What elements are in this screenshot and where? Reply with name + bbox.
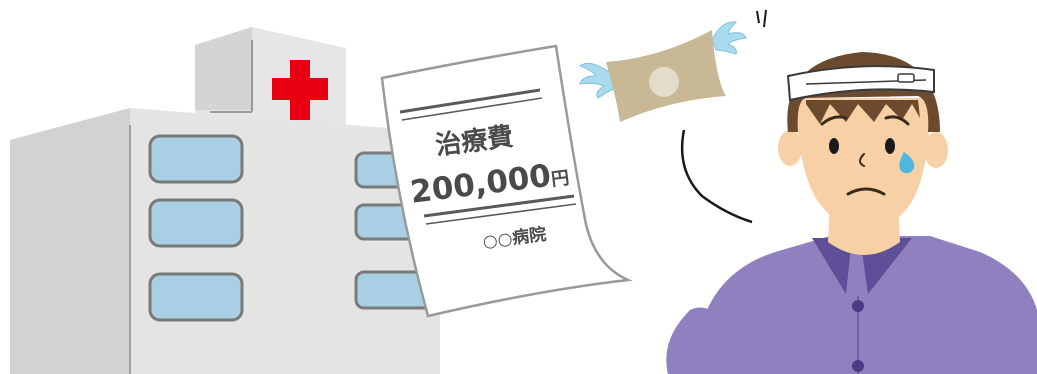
eyebrow-left bbox=[820, 115, 848, 126]
nose bbox=[859, 153, 865, 167]
collar-left bbox=[812, 238, 852, 294]
bill-rule-top-thin bbox=[401, 97, 543, 121]
eye-right bbox=[885, 138, 895, 154]
ear-right bbox=[924, 132, 948, 168]
ear-left bbox=[778, 130, 802, 166]
face bbox=[796, 98, 930, 226]
eye-left bbox=[829, 138, 839, 154]
hospital-body-side bbox=[10, 108, 130, 374]
shirt-button bbox=[852, 360, 864, 372]
mouth bbox=[846, 187, 886, 196]
bandage-clip bbox=[897, 73, 915, 83]
hospital-window bbox=[148, 134, 244, 184]
shock-mark bbox=[763, 9, 767, 28]
shirt-button bbox=[852, 300, 864, 312]
medical-bill-document: 治療費 200,000円 ○○病院 bbox=[380, 44, 633, 318]
banknote-watermark bbox=[649, 67, 679, 97]
right-wing bbox=[711, 21, 747, 55]
flying-banknote-icon bbox=[578, 21, 747, 122]
bill-rule-bottom bbox=[423, 194, 575, 218]
hospital-window bbox=[148, 272, 244, 322]
eyebrow-right bbox=[884, 115, 910, 126]
tear-drop-icon bbox=[899, 152, 915, 174]
bill-currency: 円 bbox=[550, 167, 570, 190]
hospital-tower-side bbox=[195, 27, 252, 110]
shock-mark bbox=[756, 10, 760, 24]
bill-rule-top bbox=[399, 88, 541, 114]
bill-rule-bottom-thin bbox=[425, 203, 577, 225]
left-wing bbox=[578, 62, 617, 99]
left-arm bbox=[666, 307, 726, 374]
hospital-building-icon bbox=[10, 27, 440, 374]
hair-fringe bbox=[806, 100, 920, 124]
hospital-window bbox=[148, 198, 244, 248]
red-cross-icon bbox=[272, 60, 328, 120]
motion-line bbox=[680, 129, 753, 224]
injured-worried-man bbox=[666, 52, 1037, 374]
